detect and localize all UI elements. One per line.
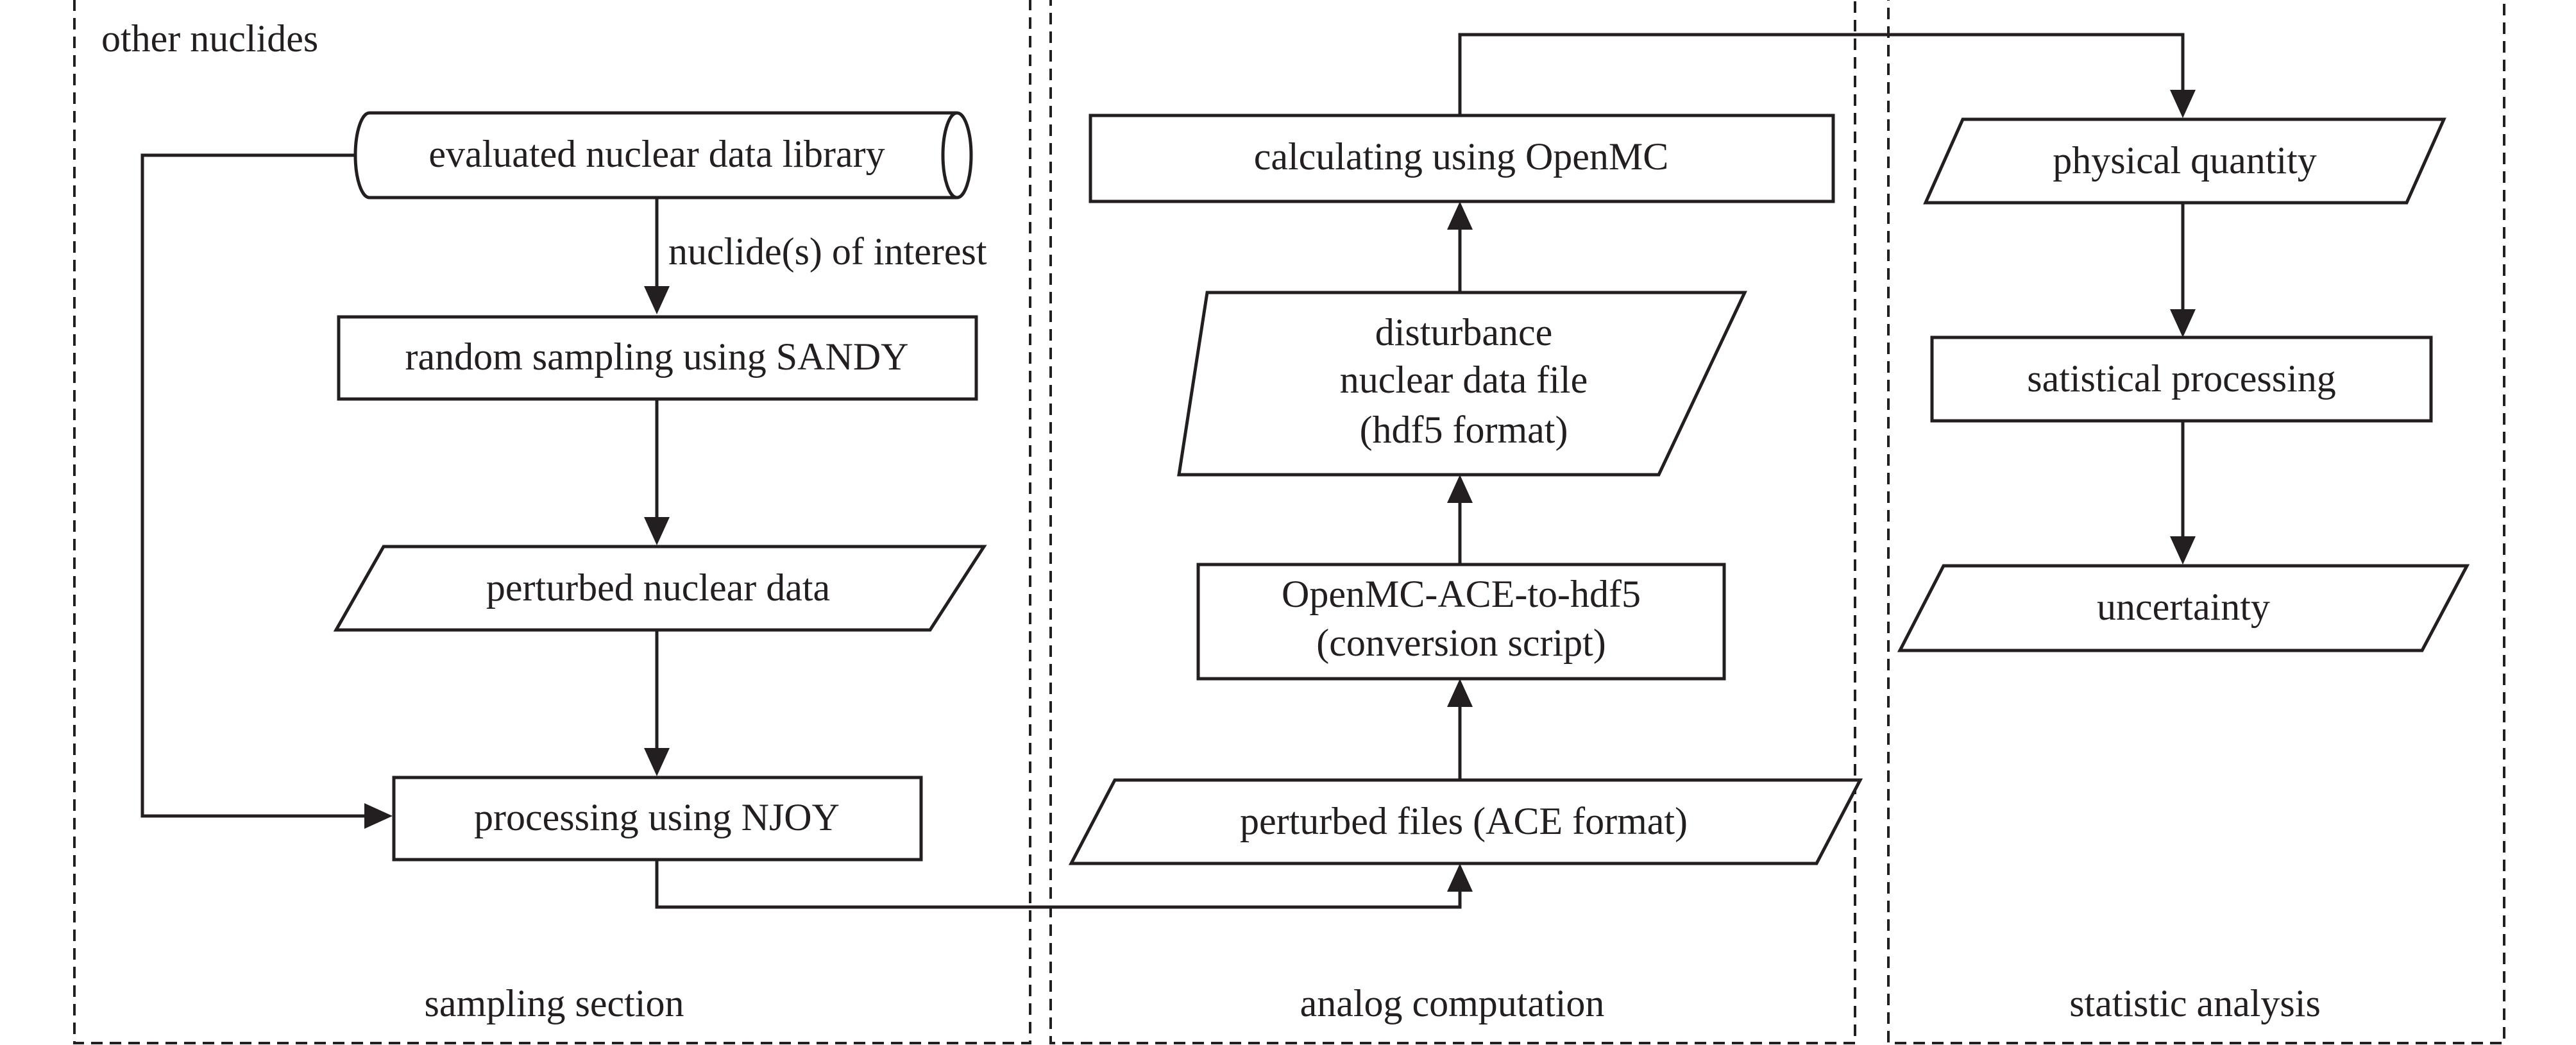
data-parallelogram	[1177, 291, 1747, 477]
edge-njoy-to-ace-files	[655, 860, 1462, 909]
node-statistical-processing: satistical processing	[1930, 336, 2433, 423]
data-parallelogram	[1923, 117, 2446, 205]
uncertainty-label: uncertainty	[2097, 586, 2270, 628]
analog-computation-label: analog computation	[1300, 982, 1605, 1024]
sandy-label: random sampling using SANDY	[405, 336, 909, 378]
cylinder-end-arc	[941, 111, 958, 200]
statistic-analysis-label: statistic analysis	[2069, 982, 2321, 1024]
process-box	[392, 776, 923, 862]
edge-library-to-njoy	[140, 153, 367, 818]
stats-label: satistical processing	[2027, 357, 2336, 400]
arrowhead	[1447, 475, 1473, 503]
node-physical-quantity: physical quantity	[1923, 117, 2446, 205]
sampling-section-label: sampling section	[425, 982, 684, 1024]
arrowhead	[1447, 201, 1473, 230]
edge-label-nuclides-of-interest: nuclide(s) of interest	[668, 230, 987, 273]
hdf5-line-3: (hdf5 format)	[1360, 409, 1568, 451]
arrowhead	[364, 803, 393, 829]
process-box	[1196, 563, 1726, 681]
library-label: evaluated nuclear data library	[428, 133, 885, 175]
arrowhead	[644, 286, 670, 314]
node-processing-njoy: processing using NJOY	[392, 776, 923, 862]
edge-openmc-to-quantity	[1458, 33, 2185, 115]
node-perturbed-files-ace: perturbed files (ACE format)	[1068, 778, 1863, 865]
node-evaluated-nuclear-data-library: evaluated nuclear data library	[353, 111, 973, 200]
node-calculating-openmc: calculating using OpenMC	[1089, 114, 1835, 203]
node-disturbance-hdf5-file: disturbance nuclear data file (hdf5 form…	[1177, 291, 1747, 477]
converter-line-2: (conversion script)	[1316, 622, 1606, 664]
process-box	[1930, 336, 2433, 423]
data-parallelogram	[333, 545, 987, 632]
arrowhead	[644, 517, 670, 545]
analog-computation-frame	[1049, 0, 1856, 1044]
node-perturbed-nuclear-data: perturbed nuclear data	[333, 545, 987, 632]
process-box	[337, 315, 978, 401]
hdf5-line-1: disturbance	[1375, 311, 1553, 353]
arrowhead	[644, 748, 670, 776]
node-random-sampling-sandy: random sampling using SANDY	[337, 315, 978, 401]
process-box	[1089, 114, 1835, 203]
data-parallelogram	[1897, 564, 2470, 652]
arrowhead	[2170, 90, 2196, 118]
hdf5-line-2: nuclear data file	[1340, 359, 1588, 401]
arrowhead	[2170, 536, 2196, 565]
arrowhead	[2170, 309, 2196, 337]
njoy-label: processing using NJOY	[474, 796, 840, 838]
arrowhead	[1447, 863, 1473, 892]
converter-line-1: OpenMC-ACE-to-hdf5	[1282, 573, 1641, 615]
connectors	[140, 33, 2196, 909]
node-uncertainty: uncertainty	[1897, 564, 2470, 652]
openmc-label: calculating using OpenMC	[1254, 135, 1669, 178]
arrowhead	[1447, 679, 1473, 707]
data-parallelogram	[1068, 778, 1863, 865]
other-nuclides-note: other nuclides	[101, 17, 318, 60]
quantity-label: physical quantity	[2053, 139, 2317, 182]
ace-files-label: perturbed files (ACE format)	[1240, 800, 1688, 842]
statistic-analysis-frame	[1887, 0, 2505, 1044]
node-ace-to-hdf5-converter: OpenMC-ACE-to-hdf5 (conversion script)	[1196, 563, 1726, 681]
perturbed-data-label: perturbed nuclear data	[486, 566, 830, 609]
